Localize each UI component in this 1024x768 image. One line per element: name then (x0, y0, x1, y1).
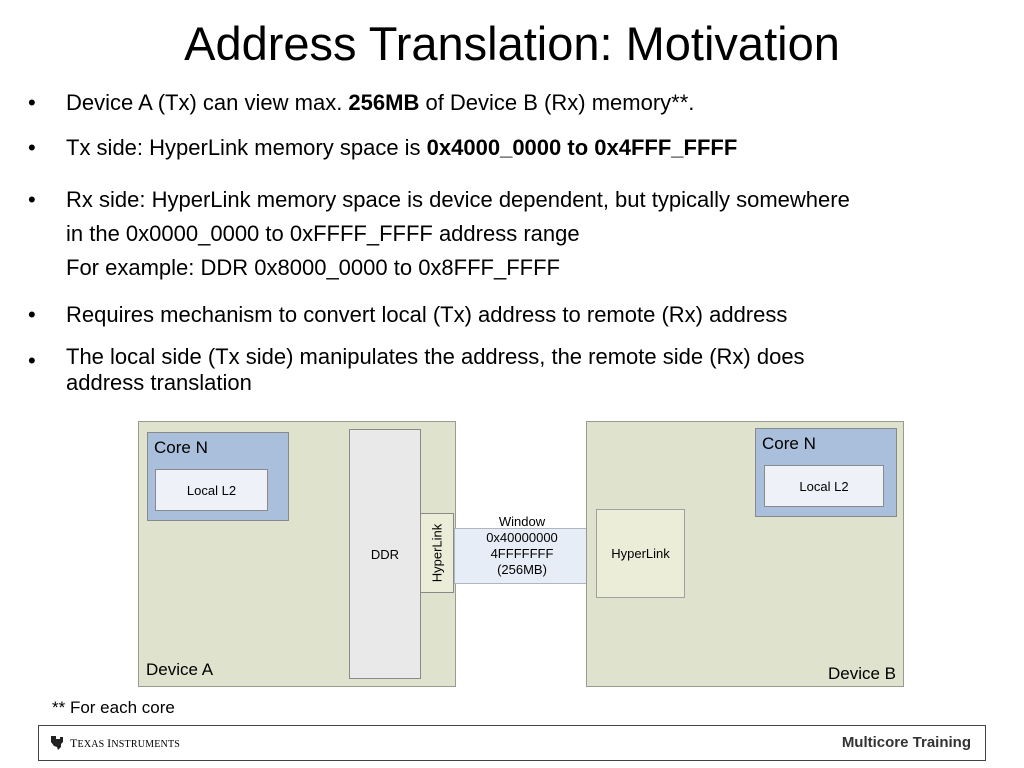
device-a-ddr-box: DDR (349, 429, 421, 679)
bullet-text: Rx side: HyperLink memory space is devic… (66, 187, 850, 280)
bullet-text: Tx side: HyperLink memory space is 0x400… (66, 135, 738, 160)
window-box (454, 528, 598, 584)
slide-title: Address Translation: Motivation (184, 17, 840, 70)
bullet-text: The local side (Tx side) manipulates the… (66, 344, 805, 395)
device-b-hyperlink-label: HyperLink (611, 546, 670, 561)
device-b-hyperlink-box: HyperLink (596, 509, 685, 598)
device-a-l2-label: Local L2 (186, 482, 237, 498)
ti-logo: TEXAS INSTRUMENTS (49, 735, 180, 751)
device-a-hyperlink-box: HyperLink (420, 513, 454, 593)
device-b-local-l2-box: Local L2 (764, 465, 884, 507)
device-b-l2-label: Local L2 (799, 478, 849, 494)
bullet-dot: • (28, 302, 36, 327)
device-a-label: Device A (146, 660, 214, 679)
bullet-dot: • (28, 135, 36, 160)
ti-logo-text: TEXAS INSTRUMENTS (70, 735, 181, 750)
device-a-core-label: Core N (154, 438, 208, 457)
ti-state-logo-icon (51, 736, 63, 750)
bullet-text: Requires mechanism to convert local (Tx)… (66, 302, 788, 327)
bullet-dot: • (28, 348, 36, 373)
device-b-label: Device B (827, 664, 896, 683)
footer-bar: TEXAS INSTRUMENTS Multicore Training (38, 725, 986, 761)
bullet-text: Device A (Tx) can view max. 256MB of Dev… (66, 90, 695, 115)
device-a-hyperlink-label: HyperLink (429, 523, 445, 583)
footer-title: Multicore Training (841, 734, 971, 751)
device-a-local-l2-box: Local L2 (155, 469, 268, 511)
bullet-dot: • (28, 187, 36, 212)
bullet-dot: • (28, 90, 36, 115)
device-b-core-label: Core N (762, 434, 816, 453)
window-text: Window 0x40000000 4FFFFFFF (256MB) (486, 514, 558, 577)
ddr-label: DDR (370, 546, 400, 562)
footnote: ** For each core (52, 698, 175, 717)
